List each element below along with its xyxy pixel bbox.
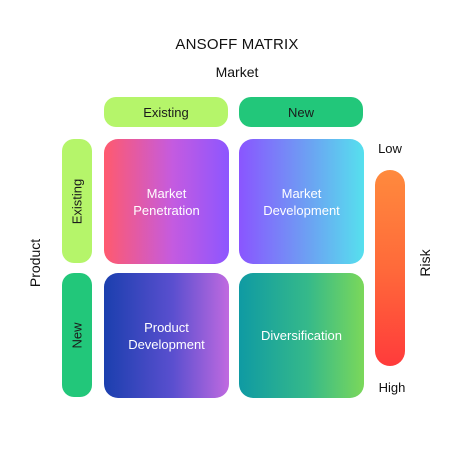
cell-product-development: Product Development <box>104 273 229 398</box>
risk-low-label: Low <box>378 141 402 156</box>
product-existing-label: Existing <box>69 178 85 224</box>
risk-gradient-bar <box>375 170 405 366</box>
market-existing-label: Existing <box>143 104 189 120</box>
diagram-title: ANSOFF MATRIX <box>175 36 299 53</box>
cell-product-development-label: Product Development <box>128 319 205 352</box>
market-new-header: New <box>239 97 363 127</box>
risk-axis-label: Risk <box>417 249 433 277</box>
market-new-label: New <box>287 104 314 120</box>
cell-diversification: Diversification <box>239 273 364 398</box>
cell-market-penetration-label: Market Penetration <box>133 185 200 218</box>
product-existing-header: Existing <box>62 139 92 263</box>
product-axis-label: Product <box>27 238 43 288</box>
risk-high-label: High <box>378 380 406 395</box>
cell-market-development-label: Market Development <box>263 185 340 218</box>
product-new-label: New <box>69 321 85 349</box>
market-axis-label: Market <box>215 64 259 80</box>
product-new-header: New <box>62 273 92 397</box>
cell-market-penetration: Market Penetration <box>104 139 229 264</box>
market-existing-header: Existing <box>104 97 228 127</box>
cell-diversification-label: Diversification <box>261 328 342 343</box>
cell-market-development: Market Development <box>239 139 364 264</box>
